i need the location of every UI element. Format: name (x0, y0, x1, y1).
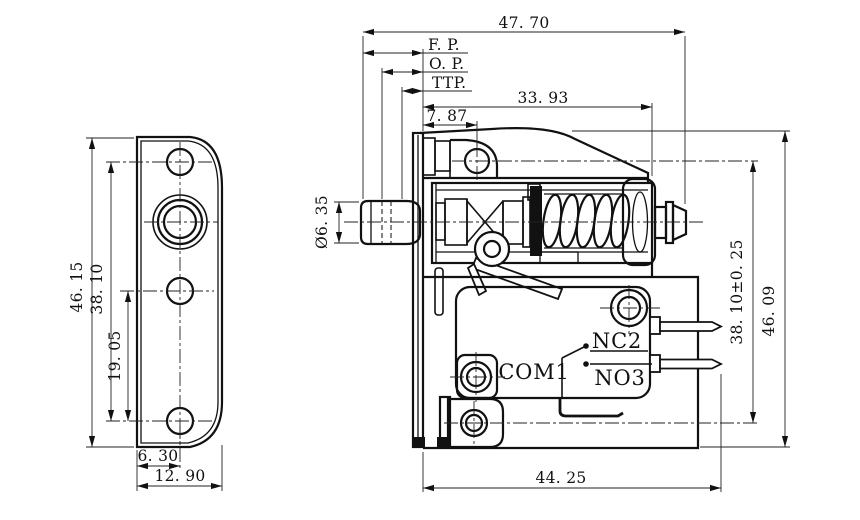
terminal-label-nc: NC2 (592, 329, 642, 353)
top-mounting-lug (419, 127, 650, 183)
dim-overall-length: 47. 70 (498, 14, 549, 32)
dim-hole-offset: 7. 87 (427, 107, 468, 125)
plate-dimensions: 46. 15 38. 10 19. 05 6. 30 12. 90 (68, 137, 223, 491)
assembly-centerlines (344, 143, 758, 447)
terminal-pin-com (558, 397, 624, 418)
left-view-plate: 46. 15 38. 10 19. 05 6. 30 12. 90 (68, 135, 224, 491)
dim-plate-hole-offset: 6. 30 (138, 447, 179, 465)
dim-body-height: 46. 09 (760, 285, 778, 336)
dim-base-length: 44. 25 (535, 469, 586, 487)
dim-plate-hole-span: 38. 10 (88, 263, 106, 314)
right-view-assembly: COM1 NC2 NO3 47. (313, 14, 790, 492)
coil-spring (541, 193, 631, 249)
side-plate-edge (411, 131, 448, 449)
terminal-pin-no (659, 358, 724, 370)
terminal-pins (558, 316, 724, 418)
dim-body-length: 33. 93 (517, 89, 568, 107)
roller-lever (466, 230, 564, 301)
left-plunger (359, 199, 422, 246)
contact-schematic: COM1 NC2 NO3 (498, 329, 652, 397)
dim-plate-width: 12. 90 (154, 467, 205, 485)
dim-total-travel: TTP. (432, 74, 466, 92)
bottom-mounting-lug (438, 395, 505, 449)
assembly-dimensions: 47. 70 F. P. O. P. TTP. 33. 93 7. 87 Ø6.… (313, 14, 790, 492)
dim-plate-lower-span: 19. 05 (106, 330, 124, 381)
terminal-label-no: NO3 (594, 366, 645, 390)
dim-plate-height: 46. 15 (68, 261, 86, 312)
dim-operating-position: O. P. (429, 55, 464, 73)
plate-centerlines (106, 142, 218, 470)
dim-mounting-hole-span: 38. 10±0. 25 (728, 239, 746, 344)
plate-outline (135, 135, 224, 449)
spring-seat (530, 186, 542, 256)
plate-inner-outline (140, 140, 219, 444)
dim-plunger-diameter: Ø6. 35 (313, 195, 331, 249)
dim-free-position: F. P. (428, 36, 460, 54)
terminal-label-com: COM1 (498, 360, 569, 384)
terminal-pin-nc (659, 321, 724, 332)
